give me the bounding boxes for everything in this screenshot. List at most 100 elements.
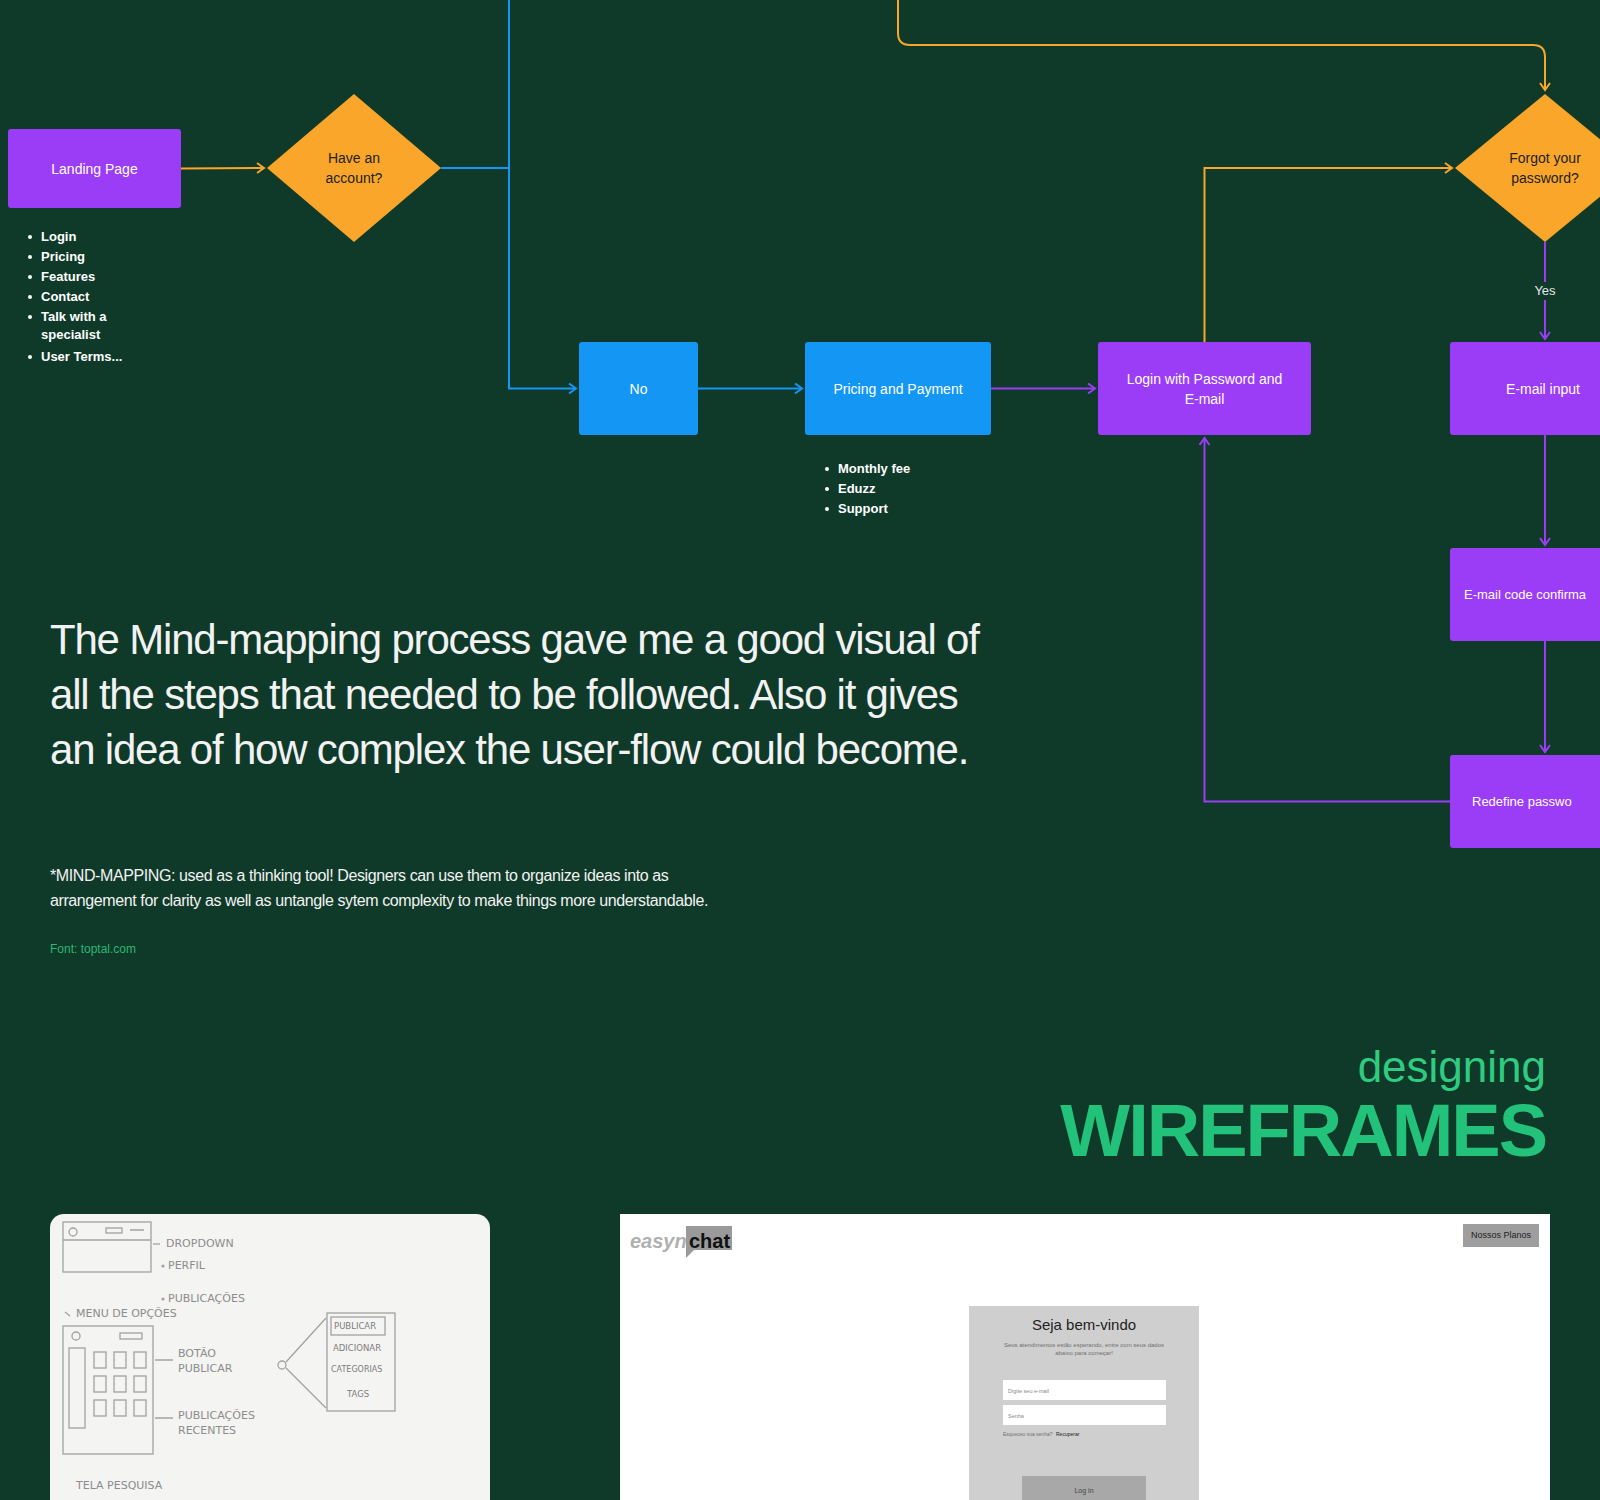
plans-button — [1463, 1224, 1539, 1247]
list-item: Features — [41, 268, 95, 286]
connector — [1544, 435, 1546, 545]
sketch-icon — [72, 1332, 80, 1340]
password-input — [1003, 1405, 1166, 1425]
footnote: *MIND-MAPPING: used as a thinking tool! … — [50, 864, 730, 913]
source-note: Font: toptal.com — [50, 941, 136, 958]
process-box: Pricing and Payment — [805, 342, 991, 435]
connector — [1544, 641, 1546, 752]
sketch-screen — [63, 1326, 153, 1454]
button-label: Log in — [1022, 1476, 1146, 1500]
sketch-icon — [69, 1228, 77, 1236]
list-item: Pricing — [41, 248, 85, 266]
connector — [181, 167, 264, 170]
logo-text: easyn — [630, 1227, 687, 1255]
decision-diamond: Forgot your password? — [1455, 94, 1600, 242]
bullet — [28, 355, 32, 359]
sketch-note: MENU DE OPÇÕES — [76, 1306, 177, 1321]
process-box: Redefine passwo — [1450, 755, 1600, 848]
bullet — [825, 467, 829, 471]
process-box: E-mail input — [1450, 342, 1600, 435]
intro-paragraph: The Mind-mapping process gave me a good … — [50, 612, 985, 777]
input-placeholder: Digite seu e-mail — [1008, 1387, 1049, 1395]
page-box: Landing Page — [8, 129, 181, 208]
input-placeholder: Senha — [1008, 1412, 1024, 1420]
sketch-note: CATEGORIAS — [331, 1364, 382, 1375]
sketch-note: PUBLICAÇÕES RECENTES — [178, 1408, 278, 1438]
connector — [991, 388, 1095, 390]
sketch-note: PUBLICAR — [334, 1320, 376, 1332]
offscreen-branch-line — [508, 0, 510, 168]
sketch-bar — [106, 1228, 122, 1233]
sketch-note: ADICIONAR — [333, 1342, 381, 1354]
sketch-popup — [327, 1313, 395, 1411]
node-label: Login with Password and E-mail — [1122, 369, 1287, 409]
bullet — [28, 275, 32, 279]
card-link: Recuperar — [1056, 1431, 1079, 1438]
diamond-shape — [267, 94, 441, 242]
sketch-screen — [63, 1222, 151, 1272]
sketch-note: PERFIL — [168, 1258, 205, 1273]
list-item: Monthly fee — [838, 460, 910, 478]
wireframe-illustration — [620, 1214, 1550, 1500]
offscreen-branch-line — [898, 0, 1545, 90]
connector — [1205, 168, 1453, 342]
list-item: Contact — [41, 288, 89, 306]
sketch-arrow — [153, 1243, 160, 1244]
bullet — [28, 235, 32, 239]
edge-label: Yes — [1531, 282, 1558, 300]
diamond-shape — [1455, 94, 1600, 242]
sketch-panel — [50, 1214, 490, 1500]
node-label: Pricing and Payment — [833, 379, 962, 399]
sketch-icon — [278, 1361, 286, 1369]
sketch-illustration — [50, 1214, 490, 1500]
bullet — [825, 487, 829, 491]
diamond-outline — [1455, 94, 1600, 242]
process-box: No — [579, 342, 698, 435]
node-label: Have an account? — [306, 148, 402, 188]
node-label: No — [630, 379, 648, 399]
node-label: Forgot your password? — [1499, 148, 1591, 188]
sketch-grid — [94, 1352, 146, 1416]
bullet — [28, 295, 32, 299]
node-label: E-mail code confirma — [1464, 585, 1586, 605]
sketch-line — [286, 1318, 326, 1408]
diamond-outline — [267, 94, 441, 242]
sketch-arrow — [65, 1312, 173, 1418]
list-item: Login — [41, 228, 76, 246]
sketch-note: BOTÃO PUBLICAR — [178, 1346, 258, 1376]
card-text: Seus atendimentos estão esperando, entre… — [1000, 1341, 1168, 1357]
bullet-group — [28, 235, 829, 511]
sketch-sidebar — [69, 1348, 85, 1428]
sketch-dot — [161, 1264, 164, 1267]
bullet — [28, 315, 32, 319]
sketch-note: TAGS — [347, 1388, 369, 1400]
sketch-note: PUBLICAÇÕES — [168, 1291, 245, 1306]
connector — [1205, 438, 1451, 802]
login-button — [1022, 1476, 1146, 1500]
section-subtitle: designing — [1100, 1042, 1546, 1092]
sketch-line — [63, 1230, 151, 1240]
card-heading: Seja bem-vindo — [969, 1314, 1199, 1335]
sketch-dot — [161, 1297, 164, 1300]
decision-diamond: Have an account? — [267, 94, 441, 242]
node-label: Redefine passwo — [1472, 792, 1572, 812]
process-box: Login with Password and E-mail — [1098, 342, 1311, 435]
list-item: Talk with a specialist — [41, 308, 123, 344]
logo-text: chat — [689, 1227, 730, 1255]
sketch-note: DROPDOWN — [166, 1236, 234, 1251]
sketch-button — [331, 1317, 385, 1335]
sketch-note: TELA PESQUISA — [76, 1478, 162, 1493]
login-card — [969, 1306, 1199, 1500]
section-title: WIREFRAMES — [900, 1092, 1546, 1170]
card-text: Esqueceu sua senha? — [1003, 1431, 1052, 1438]
node-label: E-mail input — [1506, 379, 1580, 399]
connector — [698, 388, 802, 390]
process-box: E-mail code confirma — [1450, 548, 1600, 641]
list-item: User Terms... — [41, 348, 122, 366]
list-item: Eduzz — [838, 480, 876, 498]
bullet — [825, 507, 829, 511]
node-label: Landing Page — [51, 159, 137, 179]
bullet — [28, 255, 32, 259]
sketch-bar — [120, 1333, 142, 1339]
